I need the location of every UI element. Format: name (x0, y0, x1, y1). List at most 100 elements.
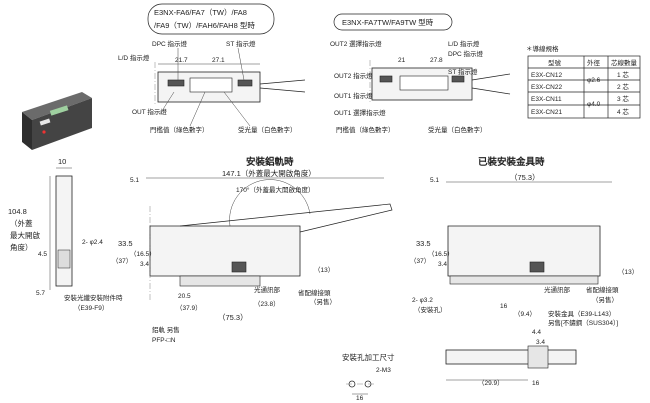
bracket-bracket2: 另售[不鏽鋼（SUS304）] (548, 318, 618, 327)
dim-hole: 2- φ2.4 (82, 239, 103, 246)
side-view: 10 104.8 （外蓋 最大開啟 角度） 4.5 2- φ2.4 5.7 (8, 157, 103, 297)
label-threshold: 門檻值（綠色數字） (150, 125, 209, 134)
rail-fiber-attach-model: （E39-F9） (74, 304, 108, 312)
product-photo (22, 92, 92, 150)
bracket-bracket: 安裝金具（E39-L143） (548, 309, 615, 318)
label-ld: L/D 指示燈 (118, 53, 150, 62)
rail-rail-model: PFP-□N (152, 337, 176, 344)
label-out1: OUT1 指示燈 (334, 91, 373, 100)
rail-fiber-attach: 安裝光纖安裝附件時 (64, 293, 123, 302)
bracket-connector2: （另售） (592, 295, 618, 304)
dim-4-5: 4.5 (38, 251, 47, 258)
cable-h1: 外徑 (587, 58, 601, 67)
label-dpc: DPC 指示燈 (152, 39, 188, 48)
label-out2-sel: OUT2 選擇指示燈 (330, 39, 382, 48)
cable-h2: 芯線數量 (611, 58, 638, 67)
bottom-view: 4.4 3.4 （29.9） 16 (445, 329, 577, 387)
top-view-a: 21.7 27.1 DPC 指示燈 ST 指示燈 L/D 指示燈 OUT 指示燈… (118, 39, 306, 134)
dim-104-note1: （外蓋 (10, 218, 33, 228)
bracket-dim-33-5: 33.5 (416, 239, 431, 248)
cable-h0: 型號 (548, 58, 562, 67)
label-received-b: 受光量（白色數字） (428, 125, 487, 134)
label-dpc-b: DPC 指示燈 (448, 49, 484, 58)
bracket-hole2: （安裝孔） (414, 305, 447, 314)
cable-r0c1: φ2.6 (587, 77, 601, 84)
bracket-view: 已裝安裝金具時 5.1 （75.3） 33.5 （16.5） （37） 3.4 … (410, 156, 638, 327)
dim-21: 21 (398, 57, 406, 64)
label-out2: OUT2 指示燈 (334, 71, 373, 80)
rail-dim-147-1: 147.1（外蓋最大開啟角度） (222, 168, 316, 178)
header-a-line1: E3NX-FA6/FA7（TW）/FA8 (154, 8, 247, 17)
rail-dim-20-5: 20.5 (178, 293, 191, 300)
cable-r2c1: φ4.0 (587, 101, 601, 108)
bottom-dim-29-9: （29.9） (478, 379, 504, 387)
rail-title: 安裝鋁軌時 (246, 156, 294, 168)
rail-dim-33-5: 33.5 (118, 239, 133, 248)
rail-dim-37: （37） (112, 257, 132, 265)
label-st: ST 指示燈 (226, 39, 256, 48)
label-ld-b: L/D 指示燈 (448, 39, 480, 48)
dim-104-note2: 最大開啟 (10, 230, 40, 240)
dim-104-8: 104.8 (8, 207, 27, 216)
bracket-title: 已裝安裝金具時 (478, 156, 545, 168)
mount-title: 安裝孔加工尺寸 (342, 352, 395, 362)
rail-dim-5-1: 5.1 (130, 177, 139, 184)
label-received: 受光量（白色數字） (238, 125, 297, 134)
bracket-dim-37: （37） (410, 257, 430, 265)
rail-view: 安裝鋁軌時 5.1 147.1（外蓋最大開啟角度） 170°（外蓋最大開啟角度）… (64, 156, 393, 344)
rail-dim-16-5: （16.5） (130, 250, 156, 258)
cable-r0c2: 1 芯 (617, 70, 629, 79)
label-threshold-b: 門檻值（綠色數字） (336, 125, 395, 134)
bracket-connector: 省配線接頭 (586, 285, 619, 294)
bracket-dim-16: 16 (500, 303, 508, 310)
cable-r0c0: E3X-CN12 (531, 72, 562, 79)
mount-16: 16 (356, 395, 364, 402)
bracket-dim-75-3: （75.3） (510, 173, 540, 182)
cable-r2c0: E3X-CN11 (531, 96, 562, 103)
rail-dim-23-8: （23.8） (254, 300, 280, 308)
rail-dim-3-4: 3.4 (140, 261, 149, 268)
header-b: E3NX-FA7TW/FA9TW 型時 (333, 13, 453, 31)
bottom-dim-16: 16 (532, 380, 540, 387)
dim-27-1: 27.1 (212, 57, 225, 64)
bracket-hole: 2- φ3.2 (412, 297, 433, 304)
cable-table: ＊導線規格 型號 外徑 芯線數量 E3X-CN12 φ2.6 1 芯 E3X-C… (526, 44, 641, 119)
header-a-line2: /FA9（TW）/FAH6/FAH8 型時 (154, 21, 255, 30)
bracket-dim-9-4: （9.4） (514, 310, 536, 318)
dim-10: 10 (58, 157, 66, 166)
header-a: E3NX-FA6/FA7（TW）/FA8 /FA9（TW）/FAH6/FAH8 … (147, 3, 275, 35)
bottom-dim-4-4: 4.4 (532, 329, 541, 336)
bottom-dim-3-4: 3.4 (536, 339, 545, 346)
rail-connector: 省配線接頭 (298, 288, 331, 297)
bracket-comm: 光通訊部 (544, 285, 571, 294)
mount-hole-view: 安裝孔加工尺寸 2-M3 16 (342, 352, 395, 402)
rail-connector2: （另售） (310, 297, 336, 306)
dim-21-7: 21.7 (175, 57, 188, 64)
label-out1-sel: OUT1 選擇指示燈 (334, 108, 386, 117)
top-view-b: 21 27.8 OUT2 選擇指示燈 L/D 指示燈 DPC 指示燈 ST 指示… (330, 39, 511, 134)
label-st-b: ST 指示燈 (448, 67, 478, 76)
bracket-dim-16-5: （16.5） (428, 250, 454, 258)
label-out: OUT 指示燈 (132, 107, 167, 116)
cable-r3c0: E3X-CN21 (531, 109, 562, 116)
rail-dim-13: （13） (314, 266, 334, 274)
bracket-dim-13: （13） (618, 268, 638, 276)
cable-r2c2: 3 芯 (617, 94, 629, 103)
bracket-dim-5-1: 5.1 (430, 177, 439, 184)
dim-5-7: 5.7 (36, 290, 45, 297)
rail-dim-75-3: （75.3） (218, 313, 248, 322)
dim-27-8: 27.8 (430, 57, 443, 64)
rail-angle: 170°（外蓋最大開啟角度） (236, 185, 314, 194)
cable-r1c0: E3X-CN22 (531, 84, 562, 91)
cable-r1c2: 2 芯 (617, 82, 629, 91)
rail-rail: 鋁軌 另售 (152, 325, 180, 334)
cable-r3c2: 4 芯 (617, 107, 629, 116)
mount-m3: 2-M3 (376, 367, 391, 374)
rail-comm: 光通訊部 (254, 285, 281, 294)
rail-dim-37-9: （37.9） (176, 304, 202, 312)
header-b-line1: E3NX-FA7TW/FA9TW 型時 (342, 18, 434, 27)
cable-table-title: ＊導線規格 (526, 44, 559, 53)
dim-104-note3: 角度） (10, 242, 33, 252)
bracket-dim-3-4: 3.4 (438, 261, 447, 268)
